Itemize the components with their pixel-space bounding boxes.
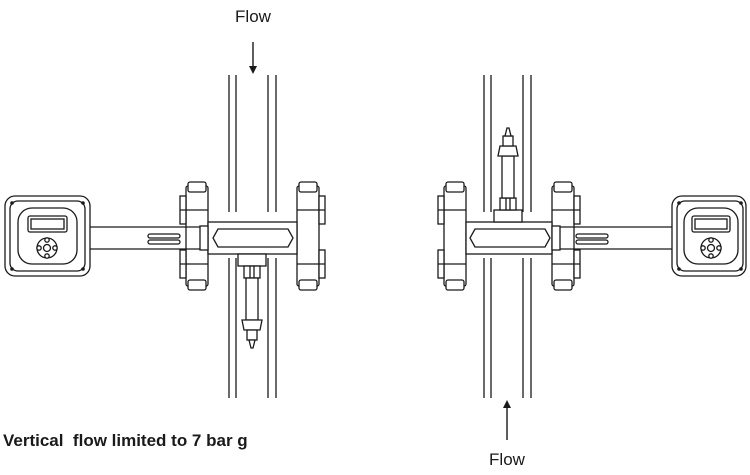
right-arm (560, 226, 672, 250)
left-sensor-stem (237, 253, 267, 349)
left-bolts (180, 181, 325, 291)
left-upper-pipe (228, 75, 277, 212)
right-upper-pipe (483, 75, 532, 212)
right-assembly (437, 75, 747, 398)
right-bolts (438, 181, 580, 291)
right-flange-left (437, 185, 467, 287)
flow-label-bottom: Flow (489, 450, 526, 469)
caption: Vertical flow limited to 7 bar g (3, 431, 248, 450)
left-transmitter (4, 195, 91, 277)
left-arm (90, 226, 200, 250)
left-flange-right (296, 185, 326, 287)
right-transmitter (671, 195, 747, 277)
right-meter-body (465, 221, 561, 255)
right-lower-pipe (483, 258, 532, 398)
left-meter-body (199, 221, 298, 255)
right-sensor-stem (493, 127, 523, 223)
flow-label-top: Flow (235, 7, 272, 26)
left-lower-pipe (228, 258, 277, 398)
left-assembly (4, 75, 326, 398)
